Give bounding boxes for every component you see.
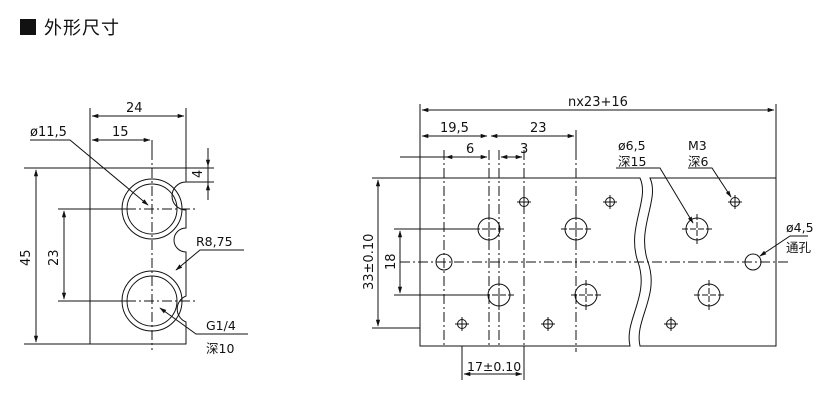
right-through-label: 通孔 [786, 240, 812, 255]
right-view [372, 104, 808, 380]
left-view-labels: 24 15 ø11,5 45 23 4 R8,75 G1/4 深10 [19, 101, 236, 356]
left-dim-height-total: 45 [19, 249, 34, 266]
page-title: 外形尺寸 [44, 18, 120, 39]
left-dim-slot-depth: 4 [191, 170, 206, 178]
right-dim-bottom-offset: 17±0.10 [467, 359, 521, 374]
right-dim-height-total: 33±0.10 [362, 234, 377, 290]
right-dim-pitch: 23 [530, 121, 547, 136]
right-port-depth-label: 深15 [618, 154, 646, 169]
left-thread-label: G1/4 [206, 318, 236, 333]
heading-square-icon [20, 19, 36, 35]
left-view [24, 108, 248, 350]
right-port-diameter-label: ø6,5 [618, 138, 646, 153]
right-view-labels: nx23+16 19,5 23 6 3 33±0.10 18 17±0.10 ø… [362, 95, 814, 374]
right-dim-hole-offset-b: 3 [520, 142, 528, 157]
left-dim-hole-diameter: ø11,5 [30, 125, 67, 140]
section-heading: 外形尺寸 [20, 14, 120, 40]
left-dim-width-total: 24 [126, 101, 143, 116]
left-radius-label: R8,75 [196, 234, 233, 249]
right-through-hole-label: ø4,5 [786, 220, 814, 235]
left-thread-depth-label: 深10 [206, 341, 234, 356]
right-dim-first-offset: 19,5 [440, 121, 469, 136]
right-dim-hole-spacing: 18 [384, 253, 399, 270]
left-body-outline [89, 167, 187, 345]
right-screw-depth-label: 深6 [688, 154, 709, 169]
right-body-right [638, 177, 777, 347]
right-dim-hole-offset-a: 6 [466, 142, 474, 157]
left-dim-hole-spacing: 23 [47, 249, 62, 266]
left-dim-width-offset: 15 [112, 125, 129, 140]
right-screw-label: M3 [688, 138, 707, 153]
right-dim-length-total: nx23+16 [568, 95, 628, 110]
